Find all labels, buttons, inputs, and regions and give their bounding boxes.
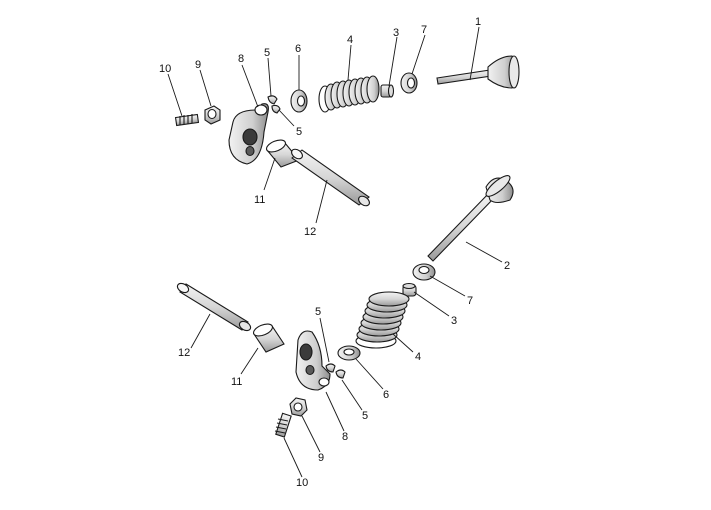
upper-nut-part bbox=[204, 105, 221, 125]
upper-seal-part bbox=[380, 84, 395, 98]
upper-cotter-parts bbox=[267, 95, 281, 114]
callout-lo-5b: 5 bbox=[362, 410, 368, 422]
callout-up-9: 9 bbox=[195, 59, 201, 71]
callout-up-6: 6 bbox=[295, 43, 301, 55]
callout-up-7: 7 bbox=[421, 24, 427, 36]
lower-nut-part bbox=[289, 397, 308, 417]
lower-bushing-part bbox=[252, 323, 285, 353]
lower-assembly bbox=[176, 175, 514, 478]
upper-spring-seat-part bbox=[290, 89, 308, 113]
callout-up-3: 3 bbox=[393, 27, 399, 39]
callout-labels: 1 3 7 4 6 5 5 8 9 10 11 12 2 7 3 4 6 5 5… bbox=[159, 16, 510, 489]
callout-lo-6: 6 bbox=[383, 389, 389, 401]
lower-rocker-arm-part bbox=[295, 330, 331, 391]
callout-lo-4: 4 bbox=[415, 351, 421, 363]
callout-lo-3: 3 bbox=[451, 315, 457, 327]
callout-lo-5a: 5 bbox=[315, 306, 321, 318]
upper-retainer-part bbox=[400, 72, 418, 94]
upper-spring-part bbox=[318, 75, 380, 113]
lower-spring-part bbox=[355, 291, 410, 349]
callout-lo-11: 11 bbox=[231, 376, 242, 388]
lower-spring-seat-part bbox=[337, 345, 361, 361]
callout-lo-8: 8 bbox=[342, 431, 348, 443]
callout-up-11: 11 bbox=[254, 194, 265, 206]
lower-retainer-part bbox=[412, 263, 436, 281]
callout-lo-7: 7 bbox=[467, 295, 473, 307]
callout-up-8: 8 bbox=[238, 53, 244, 65]
callout-up-4: 4 bbox=[347, 34, 353, 46]
lower-seal-part bbox=[402, 282, 417, 297]
callout-lo-9: 9 bbox=[318, 452, 324, 464]
upper-adjusting-screw-part bbox=[174, 113, 200, 127]
upper-assembly bbox=[167, 26, 520, 224]
callout-lo-12: 12 bbox=[178, 347, 190, 359]
callout-lo-2: 2 bbox=[504, 260, 510, 272]
callout-up-5b: 5 bbox=[296, 126, 302, 138]
lower-rocker-shaft-part bbox=[176, 282, 252, 332]
lower-cotter-parts bbox=[325, 363, 346, 379]
lower-adjusting-screw-part bbox=[274, 412, 292, 438]
upper-rocker-shaft-part bbox=[291, 148, 370, 207]
callout-up-12: 12 bbox=[304, 226, 316, 238]
callout-up-5a: 5 bbox=[264, 47, 270, 59]
upper-valve-part bbox=[436, 55, 520, 89]
callout-up-1: 1 bbox=[475, 16, 481, 28]
callout-up-10: 10 bbox=[159, 63, 171, 75]
callout-lo-10: 10 bbox=[296, 477, 308, 489]
upper-rocker-arm-part bbox=[228, 103, 269, 165]
lower-valve-part bbox=[427, 175, 514, 262]
